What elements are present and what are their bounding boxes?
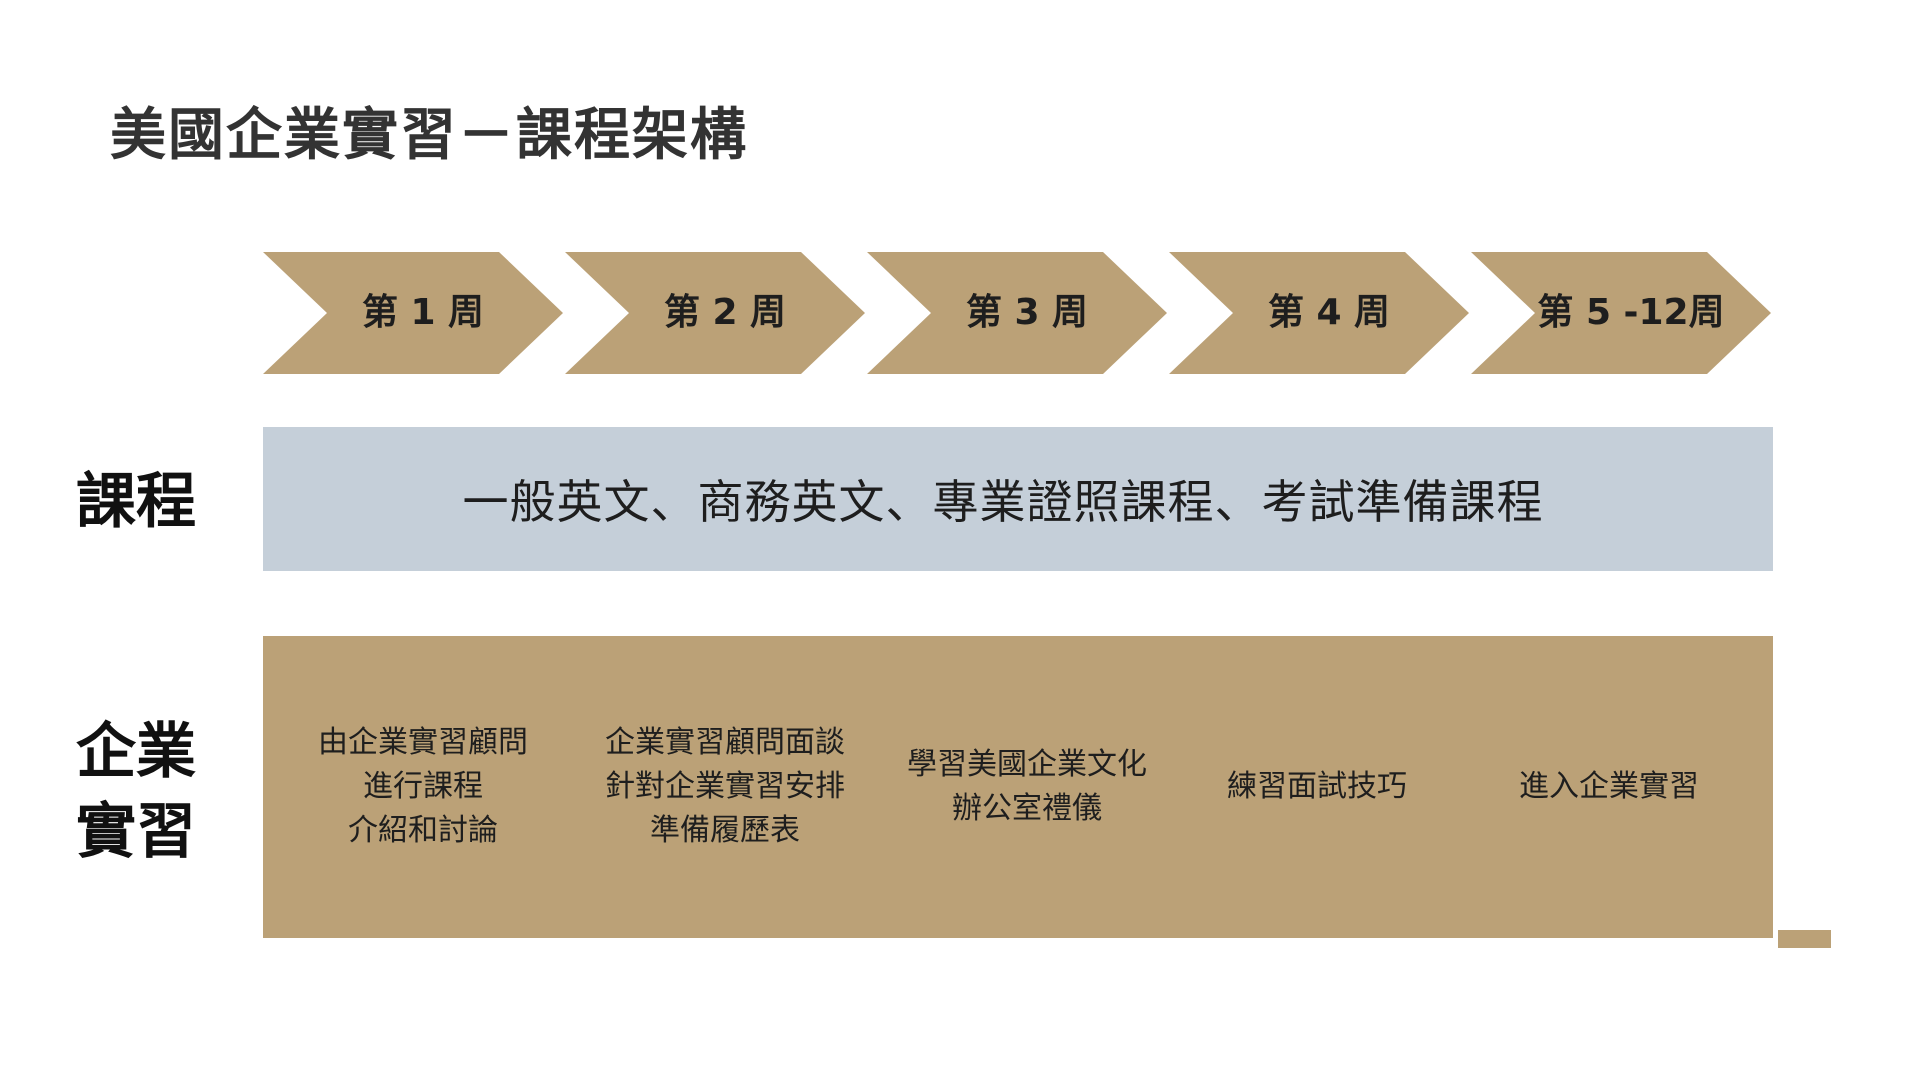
internship-item-line: 由企業實習顧問 (318, 725, 528, 760)
week-chevron-1: 第 1 周 (263, 252, 563, 374)
internship-label-line: 實習 (76, 797, 196, 867)
internship-label-line: 企業 (76, 717, 196, 787)
week-chevron-4: 第 4 周 (1169, 252, 1469, 374)
week-label: 第 2 周 (663, 292, 787, 333)
chevron-shape (1169, 252, 1469, 374)
internship-box: 由企業實習顧問 進行課程 介紹和討論 企業實習顧問面談 針對企業實習安排 準備履… (263, 636, 1773, 938)
internship-item-line: 介紹和討論 (348, 813, 498, 848)
chevron-shape (263, 252, 563, 374)
page-title: 美國企業實習－課程架構 (110, 103, 748, 168)
week-chevron-5: 第 5 -12周 (1471, 252, 1771, 374)
week-label: 第 5 -12周 (1537, 292, 1725, 333)
week-chevron-2: 第 2 周 (565, 252, 865, 374)
chevron-shape (867, 252, 1167, 374)
week-label: 第 3 周 (965, 292, 1089, 333)
week-label: 第 4 周 (1267, 292, 1391, 333)
internship-item-line: 辦公室禮儀 (952, 791, 1102, 826)
course-row-label: 課程 (76, 467, 196, 537)
internship-item-line: 練習面試技巧 (1227, 769, 1407, 804)
course-bar: 一般英文、商務英文、專業證照課程、考試準備課程 (263, 427, 1773, 571)
internship-item-week-3: 學習美國企業文化 辦公室禮儀 (877, 636, 1177, 938)
internship-item-line: 進入企業實習 (1519, 769, 1699, 804)
internship-item-line: 針對企業實習安排 (605, 769, 845, 804)
internship-item-line: 進行課程 (363, 769, 483, 804)
internship-item-week-4: 練習面試技巧 (1167, 636, 1467, 938)
chevron-shape (1471, 252, 1771, 374)
internship-item-line: 企業實習顧問面談 (605, 725, 845, 760)
internship-item-line: 準備履歷表 (650, 813, 800, 848)
internship-row-label: 企業 實習 (76, 712, 196, 872)
decorative-accent-bar (1778, 930, 1831, 948)
week-chevron-3: 第 3 周 (867, 252, 1167, 374)
week-label: 第 1 周 (361, 292, 485, 333)
internship-item-week-5: 進入企業實習 (1459, 636, 1759, 938)
internship-item-line: 學習美國企業文化 (907, 747, 1147, 782)
internship-item-week-2: 企業實習顧問面談 針對企業實習安排 準備履歷表 (575, 636, 875, 938)
internship-item-week-1: 由企業實習顧問 進行課程 介紹和討論 (273, 636, 573, 938)
course-content: 一般英文、商務英文、專業證照課程、考試準備課程 (462, 475, 1544, 529)
chevron-shape (565, 252, 865, 374)
